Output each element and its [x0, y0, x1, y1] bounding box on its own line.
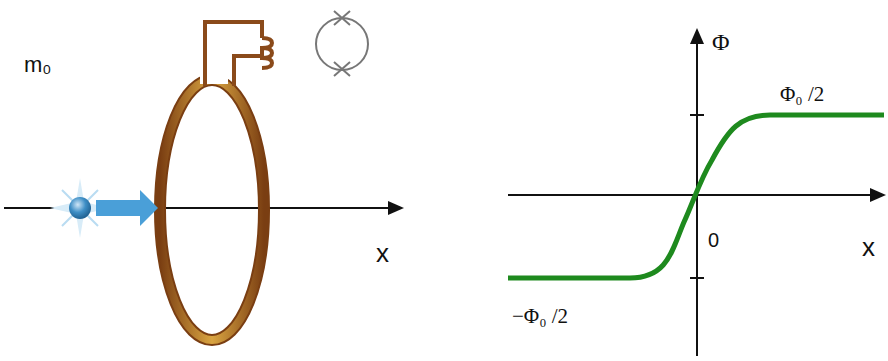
squid-symbol: [316, 11, 368, 76]
axis-label: x: [376, 240, 389, 266]
superconducting-loop: [160, 72, 264, 340]
value-label: Φ₀ /2: [780, 84, 824, 105]
lead-wires: [205, 22, 272, 86]
monopole-particle: [50, 178, 158, 238]
particle-label: m₀: [24, 54, 51, 76]
axis-label: x: [862, 234, 875, 260]
value-label: −Φ₀ /2: [512, 306, 568, 327]
graph-axes: [508, 28, 886, 356]
flux-curve: [508, 115, 884, 278]
axis-label: Φ: [712, 30, 730, 54]
origin-label: 0: [708, 230, 719, 250]
